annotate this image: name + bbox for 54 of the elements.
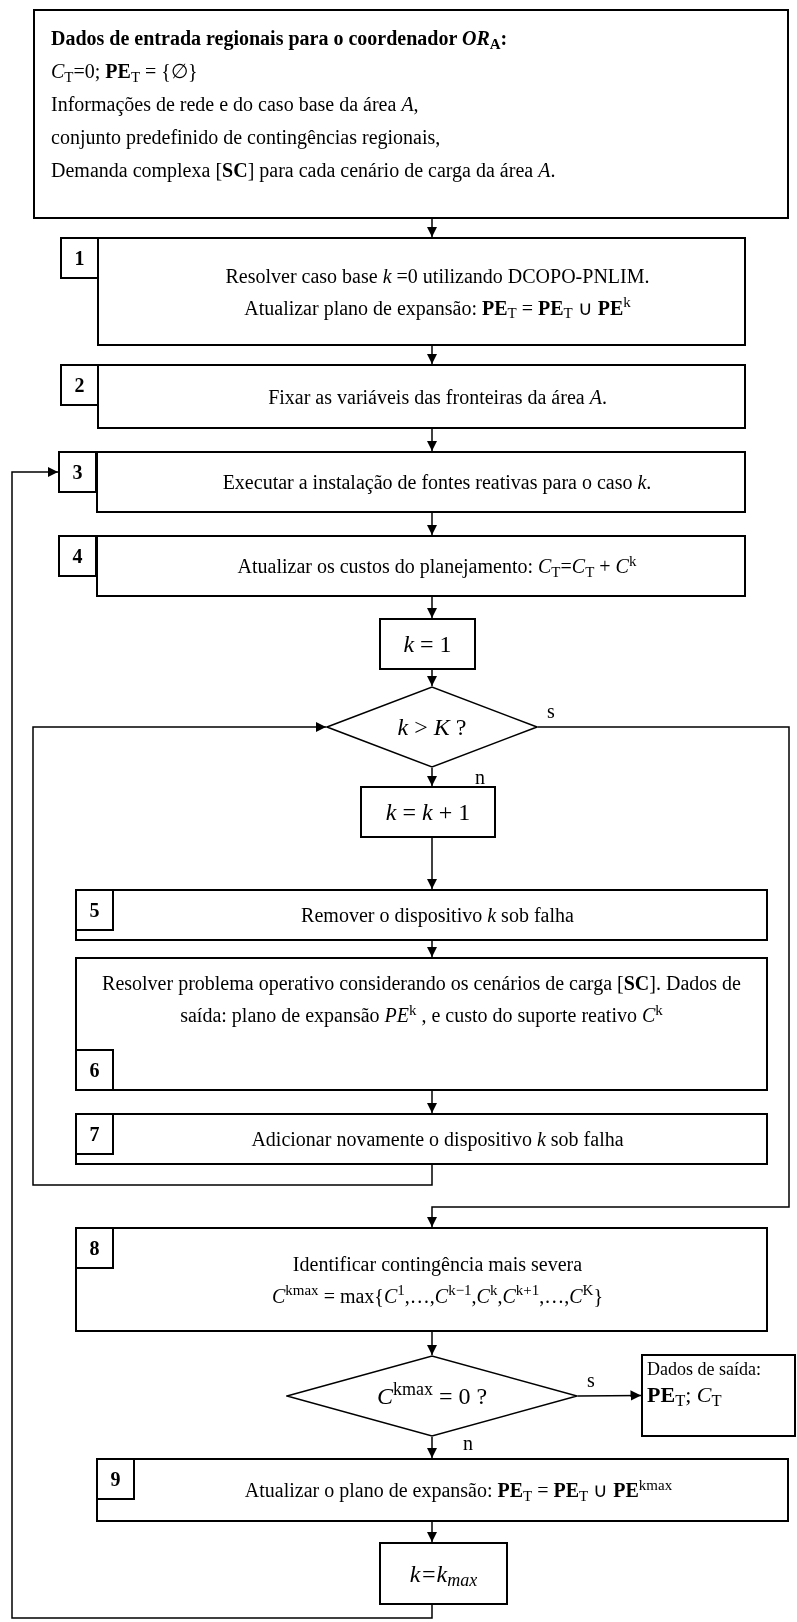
step-number-box: 3: [58, 451, 97, 493]
step-text: Atualizar plano de expansão: PE$_{T}$ = PE$_{T}$ ∪ PE$^{k}$: [244, 293, 631, 324]
input-data-box: [33, 9, 789, 219]
step-text: Identificar contingência mais severa: [292, 1251, 583, 1278]
process-box: [360, 786, 496, 838]
process-box: [379, 1542, 508, 1605]
step-text: Executar a instalação de fontes reativas para o caso k.: [222, 470, 652, 496]
step-number-box: 2: [60, 364, 99, 406]
box-heading: Dados de entrada regionais para o coordenador OR$_{A}$:: [51, 26, 509, 53]
step-text: Atualizar os custos do planejamento: C$_{T}$=C$_{T}$ + C$^{k}$: [237, 551, 637, 582]
step-text: Remover o dispositivo k sob falha: [301, 903, 574, 929]
step-text: Resolver problema operativo considerando os cenários de carga [SC]. Dados de saída: plano de expansão PE$^{k}$ , e custo do suporte reativo C$^{k}$: [101, 971, 742, 1029]
step-text: Fixar as variáveis das fronteiras da área A.: [268, 384, 607, 410]
step-number-box: 7: [75, 1113, 114, 1155]
box-text: C$_{T}$=0; PE$_{T}$ = {∅}: [51, 59, 199, 86]
process-text: k=k$_{max}$: [409, 1559, 478, 1592]
process-box: [379, 618, 476, 670]
box-text: conjunto predefinido de contingências regionais,: [51, 125, 442, 151]
output-text: PE$_{T}$; C$_{T}$: [647, 1382, 723, 1408]
arrow: [577, 1390, 642, 1401]
step-number-box: 5: [75, 889, 114, 931]
process-text: k = 1: [403, 630, 452, 659]
arrow: [426, 669, 438, 687]
arrow: [426, 767, 438, 787]
arrow: [426, 345, 438, 365]
arrow: [426, 218, 438, 238]
step-number-box: 8: [75, 1227, 114, 1269]
arrow: [426, 512, 438, 536]
box-text: Demanda complexa [SC] para cada cenário de carga da área A.: [51, 158, 557, 184]
arrow: [426, 940, 438, 958]
step-number-box: 6: [75, 1049, 114, 1091]
arrow: [426, 726, 790, 1228]
arrow: [11, 466, 433, 1619]
step-number-box: 1: [60, 237, 99, 279]
step-number-box: 4: [58, 535, 97, 577]
process-text: k = k + 1: [385, 798, 471, 827]
arrow: [426, 837, 438, 890]
step-text: Resolver caso base k =0 utilizando DCOPO-PNLIM.: [225, 263, 650, 289]
step-text: Atualizar o plano de expansão: PE$_{T}$ = PE$_{T}$ ∪ PE$^{kmax}$: [244, 1475, 673, 1506]
arrow: [426, 1521, 438, 1543]
arrow: [32, 721, 433, 1186]
arrow: [426, 1331, 438, 1356]
arrow: [426, 428, 438, 452]
box-text: Informações de rede e do caso base da área A,: [51, 92, 420, 118]
step-text: Adicionar novamente o dispositivo k sob falha: [251, 1127, 624, 1153]
arrow: [426, 1090, 438, 1114]
decision-text: C$^{kmax}$ = 0 ?: [376, 1378, 488, 1411]
output-text: Dados de saída:: [647, 1358, 762, 1381]
decision-text: k > K ?: [397, 713, 467, 742]
output-box: [641, 1354, 796, 1437]
step-text: C$^{kmax}$ = max{C$^{1}$,…,C$^{k−1}$,C$^{k}$,C$^{k+1}$,…,C$^{K}$}: [271, 1281, 604, 1309]
arrow: [426, 1436, 438, 1459]
arrow: [426, 596, 438, 619]
step-number-box: 9: [96, 1458, 135, 1500]
